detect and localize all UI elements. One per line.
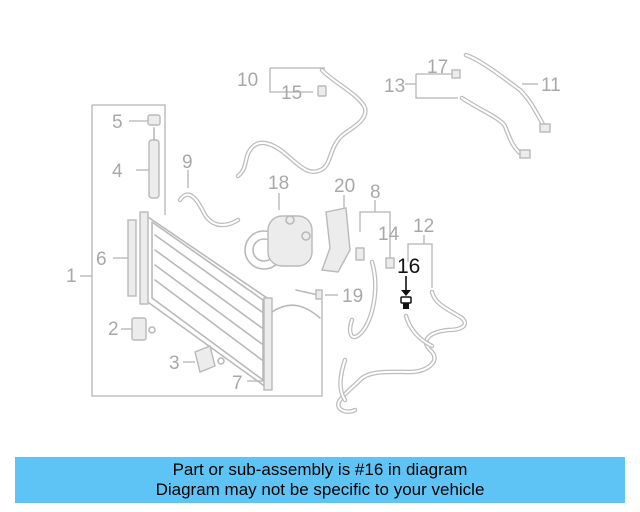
callout-12: 12	[413, 216, 434, 237]
compressor	[244, 193, 313, 270]
part-16-fitting	[400, 276, 412, 309]
callout-18: 18	[268, 173, 289, 194]
caption-part-line: Part or sub-assembly is #16 in diagram	[172, 460, 468, 479]
side-panel	[113, 219, 137, 297]
callout-15: 15	[281, 83, 302, 104]
callout-4: 4	[112, 161, 123, 182]
callout-7: 7	[232, 373, 243, 394]
callout-6: 6	[96, 249, 107, 270]
parts-diagram: 1 2 3 4 5 6 7 8 9 10 11 12 13 14 15 16 1…	[66, 52, 561, 414]
callout-5: 5	[112, 112, 123, 133]
callout-10: 10	[237, 70, 258, 91]
compressor-bolt	[295, 289, 338, 300]
callout-14: 14	[378, 224, 400, 245]
mounting-bracket-2	[121, 317, 156, 341]
callout-17: 17	[427, 57, 448, 78]
callout-16: 16	[397, 255, 420, 278]
receiver-drier	[136, 127, 160, 199]
callout-8: 8	[370, 182, 381, 203]
hose-10	[235, 67, 368, 179]
bracket-8-14	[355, 200, 395, 269]
hoses-11-13	[405, 52, 551, 159]
callout-labels: 1 2 3 4 5 6 7 8 9 10 11 12 13 14 15 16 1…	[66, 57, 561, 394]
hose-9	[177, 170, 241, 228]
condenser-core	[139, 211, 321, 391]
callout-13: 13	[384, 76, 405, 97]
mounting-bracket-3	[183, 345, 225, 373]
caption-banner: Part or sub-assembly is #16 in diagram D…	[15, 457, 625, 503]
callout-2: 2	[108, 319, 119, 340]
pipe-12	[336, 235, 468, 414]
callout-11: 11	[541, 75, 561, 96]
suction-hose	[347, 259, 378, 340]
callout-19: 19	[342, 286, 363, 307]
callout-9: 9	[182, 152, 193, 173]
callout-3: 3	[169, 353, 180, 374]
condenser-assembly-frame	[80, 104, 323, 397]
callout-20: 20	[334, 176, 355, 197]
caption-disclaimer-line: Diagram may not be specific to your vehi…	[155, 480, 485, 499]
compressor-bracket	[321, 195, 351, 273]
callout-1: 1	[66, 266, 77, 287]
drier-cap	[129, 114, 161, 126]
